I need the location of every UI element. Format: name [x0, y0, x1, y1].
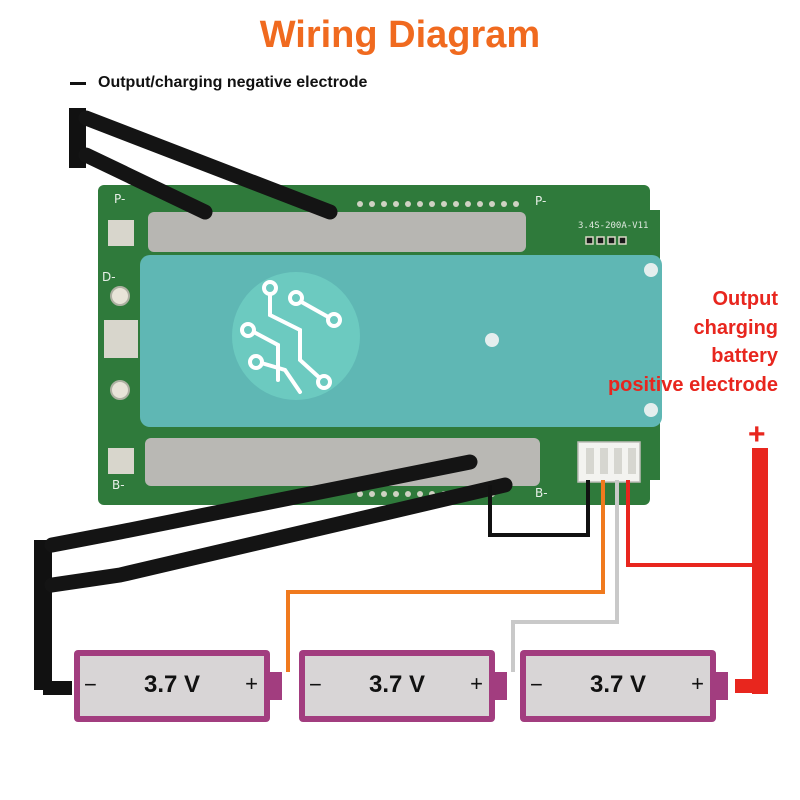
negative-cable-top-1: [78, 110, 338, 220]
cell-plus: +: [245, 671, 258, 696]
bottom-solder-strip: [145, 438, 540, 486]
cell-voltage: 3.7 V: [143, 671, 201, 698]
positive-symbol: +: [748, 418, 766, 451]
cell-minus: −: [530, 672, 543, 697]
battery-cell-3: − 3.7 V +: [520, 650, 728, 722]
positive-label-line: Output: [712, 288, 778, 310]
cell-minus: −: [84, 672, 97, 697]
circuit-logo: [232, 272, 360, 400]
cell-voltage: 3.7 V: [368, 671, 426, 698]
positive-label-line: positive electrode: [607, 373, 778, 396]
cover-screw: [485, 333, 499, 347]
negative-terminal-label: Output/charging negative electrode: [98, 74, 368, 91]
cover-screw: [644, 403, 658, 417]
orange-sense-wire: [286, 480, 605, 672]
b-minus-left-pad: [108, 448, 134, 474]
top-pin-row: [357, 201, 519, 207]
p-minus-left-label: P-: [114, 192, 126, 206]
battery-cell-1: − 3.7 V +: [74, 650, 282, 722]
mount-hole: [110, 286, 130, 306]
cell-plus: +: [691, 671, 704, 696]
negative-bar-bottom: [34, 540, 52, 690]
p-minus-left-pad: [108, 220, 134, 246]
negative-cable-bottom-2: [44, 477, 513, 593]
negative-cable-bottom-1: [44, 454, 478, 553]
header-pins: [585, 236, 627, 245]
negative-symbol: [70, 82, 86, 85]
mount-hole: [110, 380, 130, 400]
battery-cell-2: − 3.7 V +: [299, 650, 507, 722]
black-sense-wire: [488, 480, 590, 537]
red-sense-wire: [626, 480, 760, 567]
connector-pins: [586, 448, 636, 474]
positive-label-line: battery: [711, 345, 778, 367]
grey-sense-wire: [511, 480, 619, 672]
positive-label-line: charging: [693, 316, 778, 339]
d-minus-pad: [104, 320, 138, 358]
cell-plus: +: [470, 671, 483, 696]
board-model-code: 3.4S-200A-V11: [578, 221, 649, 231]
b-minus-right-label: B-: [535, 486, 548, 500]
cover-screw: [644, 263, 658, 277]
positive-bar: [752, 448, 768, 694]
diagram-title: Wiring Diagram: [259, 14, 541, 56]
positive-terminal-label: Output charging battery positive electro…: [560, 285, 778, 399]
p-minus-right-label: P-: [535, 194, 547, 208]
d-minus-label: D-: [102, 270, 116, 284]
cell-voltage: 3.7 V: [589, 671, 647, 698]
b-minus-left-label: B-: [112, 478, 125, 492]
negative-cable-top-2: [78, 147, 213, 220]
top-solder-strip: [148, 212, 526, 252]
cell-minus: −: [309, 672, 322, 697]
